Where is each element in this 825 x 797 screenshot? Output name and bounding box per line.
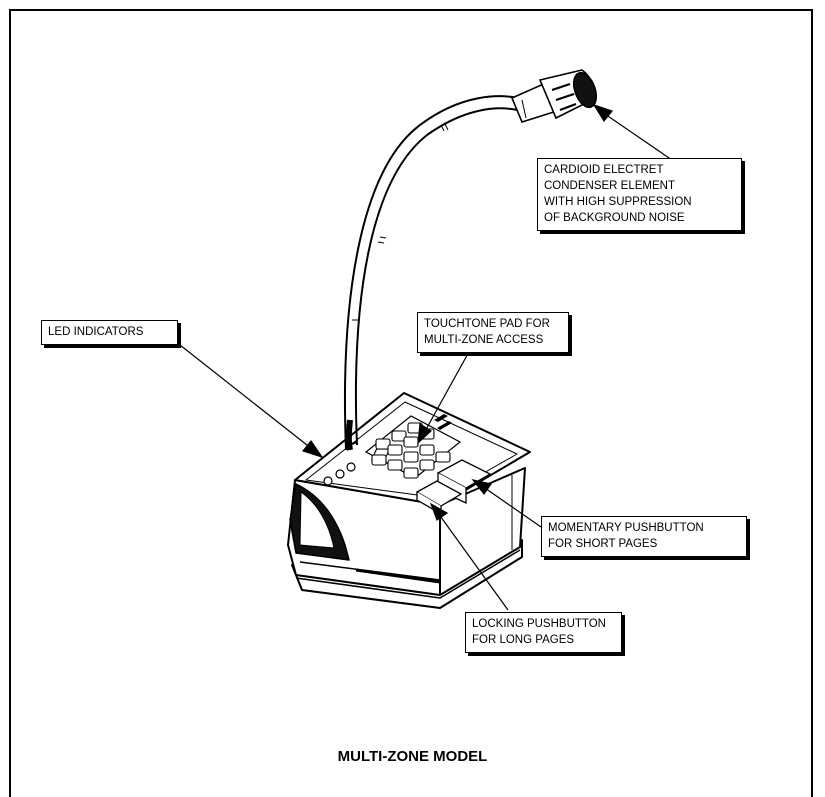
callout-line: WITH HIGH SUPPRESSION <box>544 196 692 208</box>
callout-line: LOCKING PUSHBUTTON <box>472 618 606 630</box>
callout-line: OF BACKGROUND NOISE <box>544 212 685 224</box>
diagram-frame <box>9 9 813 797</box>
gooseneck <box>343 95 526 451</box>
callout-line: LED INDICATORS <box>48 326 144 338</box>
callout-momentary: MOMENTARY PUSHBUTTON FOR SHORT PAGES <box>541 516 747 557</box>
callout-led-indicators: LED INDICATORS <box>41 320 178 345</box>
callout-line: CONDENSER ELEMENT <box>544 180 675 192</box>
callout-line: CARDIOID ELECTRET <box>544 164 664 176</box>
mic-head <box>510 69 598 123</box>
callout-line: MOMENTARY PUSHBUTTON <box>548 522 704 534</box>
callout-line: FOR SHORT PAGES <box>548 538 658 550</box>
callout-line: TOUCHTONE PAD FOR <box>424 318 550 330</box>
callout-locking: LOCKING PUSHBUTTON FOR LONG PAGES <box>465 612 622 653</box>
callout-touchtone: TOUCHTONE PAD FOR MULTI-ZONE ACCESS <box>417 312 569 353</box>
callout-line: FOR LONG PAGES <box>472 634 575 646</box>
led-indicators <box>323 462 356 486</box>
diagram-title: MULTI-ZONE MODEL <box>337 748 488 765</box>
callout-line: MULTI-ZONE ACCESS <box>424 334 544 346</box>
leader-lines <box>179 103 673 611</box>
brand-logo <box>434 414 452 430</box>
keypad-keys <box>371 422 451 479</box>
callout-mic-element: CARDIOID ELECTRET CONDENSER ELEMENT WITH… <box>537 158 742 231</box>
